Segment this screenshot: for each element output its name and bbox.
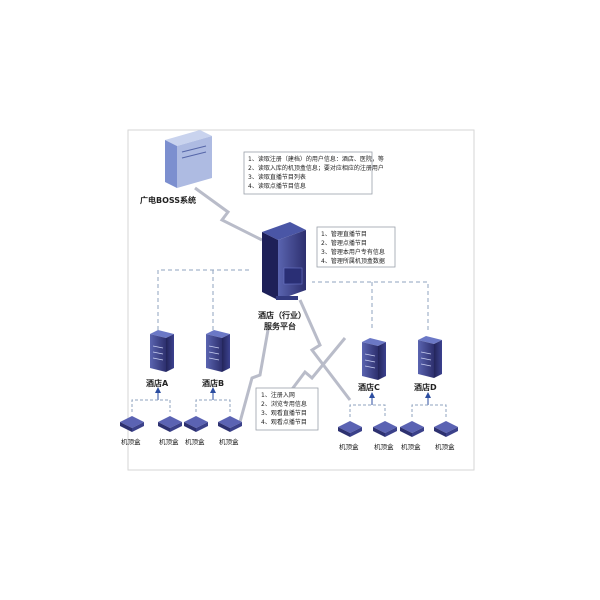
- platform-note-2: 2、管理点播节目: [321, 239, 367, 247]
- hotel-server-icon-0: [150, 330, 174, 372]
- boss-note-2: 2、读取入库的机顶盒信息；要对应相应的注册用户: [248, 164, 384, 172]
- hotel-label-3: 酒店D: [414, 382, 437, 392]
- platform-label-line1: 酒店（行业）: [258, 310, 306, 320]
- hotel-label-1: 酒店B: [202, 378, 224, 388]
- hotel-label-2: 酒店C: [358, 382, 380, 392]
- stb-label: 机顶盒: [435, 442, 455, 451]
- stb-label: 机顶盒: [185, 437, 205, 446]
- stb-icon-2-0: [338, 421, 362, 437]
- hotel-label-0: 酒店A: [146, 378, 169, 388]
- stb-label: 机顶盒: [339, 442, 359, 451]
- hotel-server-icon-2: [362, 338, 386, 380]
- platform-label-line2: 服务平台: [264, 321, 296, 331]
- stb-icon-1-1: [218, 416, 242, 432]
- stb-icon-0-1: [158, 416, 182, 432]
- stb-label: 机顶盒: [121, 437, 141, 446]
- stb-label: 机顶盒: [374, 442, 394, 451]
- stb-icon-2-1: [373, 421, 397, 437]
- stb-note-4: 4、观看点播节目: [261, 418, 307, 426]
- boss-note-4: 4、读取点播节目信息: [248, 182, 306, 190]
- stb-label: 机顶盒: [219, 437, 239, 446]
- boss-label: 广电BOSS系统: [140, 195, 196, 205]
- stb-group-3: 机顶盒 机顶盒: [400, 392, 458, 451]
- stb-note-2: 2、浏览专用信息: [261, 400, 307, 408]
- link-platform-hotels-cd: [298, 299, 352, 401]
- dashed-links: [157, 269, 429, 330]
- platform-note-4: 4、管理所属机顶盒数据: [321, 257, 385, 265]
- stb-group-1: 机顶盒 机顶盒: [184, 387, 242, 446]
- stb-icon-3-0: [400, 421, 424, 437]
- stb-icon-0-0: [120, 416, 144, 432]
- boss-notes-box: [243, 151, 373, 195]
- stb-icon-3-1: [434, 421, 458, 437]
- stb-label: 机顶盒: [159, 437, 179, 446]
- boss-server-icon: [165, 130, 212, 188]
- platform-note-3: 3、管理本用户专有信息: [321, 248, 385, 256]
- platform-notes-box: [316, 226, 396, 268]
- boss-note-3: 3、读取直播节目列表: [248, 173, 306, 181]
- platform-server-icon: [262, 222, 306, 300]
- stb-group-2: 机顶盒 机顶盒: [338, 392, 397, 451]
- stb-label: 机顶盒: [401, 442, 421, 451]
- stb-notes-box: [255, 387, 319, 431]
- stb-note-3: 3、观看直播节目: [261, 409, 307, 417]
- diagram-frame: [127, 129, 475, 471]
- stb-group-0: 机顶盒 机顶盒: [120, 387, 182, 446]
- hotel-server-icon-1: [206, 330, 230, 372]
- link-boss-platform: [194, 186, 263, 242]
- boss-note-1: 1、读取注册（建档）的用户信息：酒店、医院，等: [248, 155, 384, 163]
- hotel-server-icon-3: [418, 336, 442, 378]
- stb-icon-1-0: [184, 416, 208, 432]
- platform-note-1: 1、管理直播节目: [321, 230, 367, 238]
- link-platform-hotels-ab: [238, 329, 270, 423]
- stb-note-1: 1、注册入网: [261, 391, 295, 399]
